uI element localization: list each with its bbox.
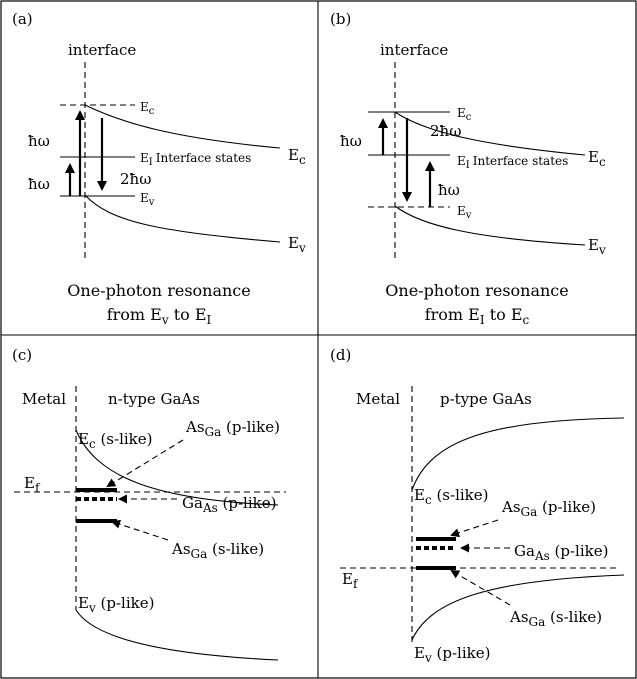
panel-c-label: (c) [12, 346, 32, 364]
valence-band [411, 574, 625, 641]
ec-small-label: Ec [140, 100, 155, 117]
ef-label: Ef [24, 474, 41, 495]
ec-big-label: Ec [588, 148, 606, 169]
ev-big-label: Ev [588, 236, 606, 257]
ec-label: Ec (s-like) [414, 486, 489, 507]
valence-band [394, 205, 586, 246]
two-hw-label: 2ħω [120, 170, 151, 188]
caption-line-1: One-photon resonance [385, 281, 568, 300]
ec-label: Ec (s-like) [78, 430, 153, 451]
conduction-band [394, 111, 586, 156]
asga-p-pointer [106, 439, 184, 488]
panel-a-label: (a) [12, 10, 33, 28]
panel-b-label: (b) [330, 10, 351, 28]
gaas-label: GaAs (p-like) [182, 494, 276, 515]
panel-d: (d) Metal p-type GaAs Ec (s-like) Ev (p-… [330, 346, 625, 665]
asga-p-pointer [450, 519, 499, 538]
hw-top-label: ħω [28, 132, 50, 150]
panel-c: (c) Metal n-type GaAs Ec (s-like) Ev (p-… [12, 346, 286, 661]
caption-line-1: One-photon resonance [67, 281, 250, 300]
ev-big-label: Ev [288, 234, 306, 255]
two-hw-label: 2ħω [430, 122, 461, 140]
metal-label: Metal [356, 390, 400, 408]
asga-p-label: AsGa (p-like) [501, 498, 596, 519]
conduction-band [84, 104, 281, 149]
ev-label: Ev (p-like) [78, 594, 154, 615]
ec-big-label: Ec [288, 146, 306, 167]
asga-s-label: AsGa (s-like) [171, 540, 264, 561]
asga-s-pointer [450, 569, 511, 606]
hw-bottom-label: ħω [28, 175, 50, 193]
semiconductor-label: p-type GaAs [440, 390, 532, 408]
ev-label: Ev (p-like) [414, 644, 490, 665]
conduction-band [411, 417, 625, 491]
hw-top-label: ħω [340, 132, 362, 150]
asga-s-label: AsGa (s-like) [509, 608, 602, 629]
ec-small-label: Ec [457, 106, 472, 123]
metal-label: Metal [22, 390, 66, 408]
interface-label: interface [380, 41, 448, 59]
valence-band [84, 194, 281, 243]
hw-bottom-label: ħω [438, 181, 460, 199]
gaas-label: GaAs (p-like) [514, 542, 608, 563]
ef-label: Ef [342, 570, 359, 591]
caption-line-2: from Ev to EI [107, 305, 212, 327]
semiconductor-label: n-type GaAs [108, 390, 200, 408]
ev-small-label: Ev [457, 204, 472, 221]
valence-band [75, 609, 279, 661]
ev-small-label: Ev [140, 191, 155, 208]
panel-d-label: (d) [330, 346, 351, 364]
asga-p-label: AsGa (p-like) [185, 418, 280, 439]
asga-s-pointer [111, 519, 169, 541]
caption-line-2: from EI to Ec [425, 305, 530, 327]
conduction-band [75, 429, 279, 506]
interface-label: interface [68, 41, 136, 59]
